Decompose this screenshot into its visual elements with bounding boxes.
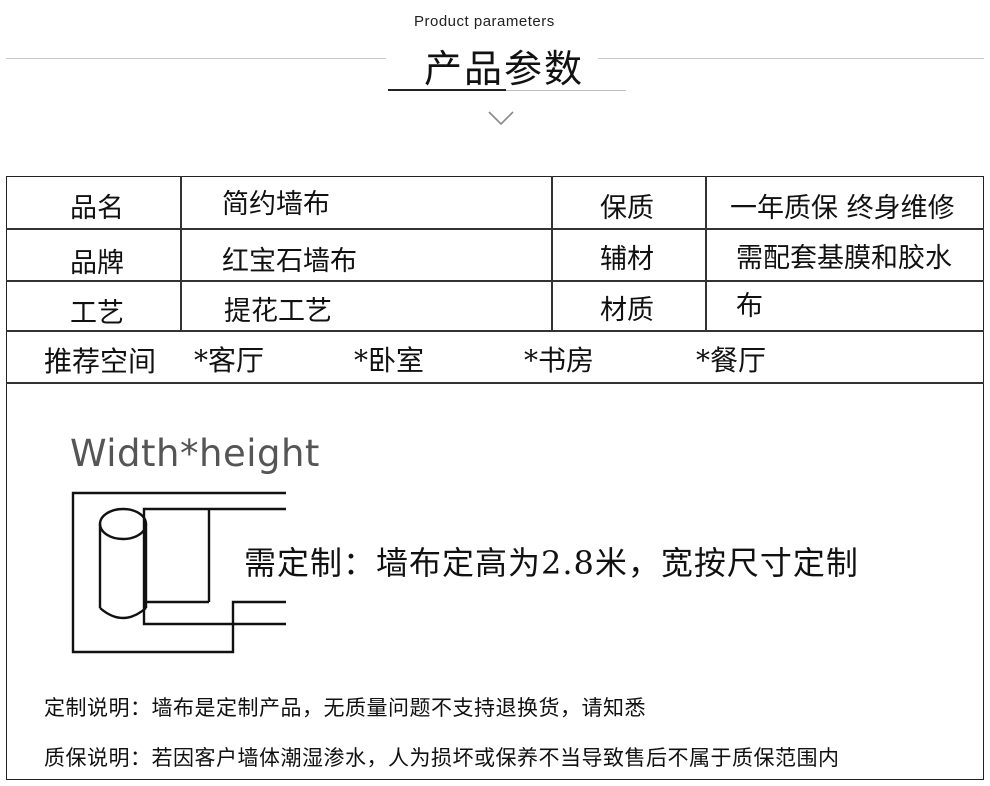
param-label-warranty: 保质 bbox=[600, 193, 654, 224]
param-value-warranty: 一年质保 终身维修 bbox=[730, 193, 955, 224]
chevron-down-icon bbox=[488, 111, 514, 126]
column-divider bbox=[551, 176, 553, 331]
space-item: *卧室 bbox=[354, 344, 425, 377]
space-item: *书房 bbox=[524, 344, 595, 377]
spaces-label: 推荐空间 bbox=[44, 345, 157, 378]
parameter-table bbox=[6, 176, 984, 780]
space-item: *客厅 bbox=[194, 344, 265, 377]
param-value-name: 简约墙布 bbox=[222, 189, 330, 220]
row-divider bbox=[6, 330, 984, 332]
size-label: Width*height bbox=[70, 432, 320, 475]
title-underline-light bbox=[506, 90, 626, 91]
header-right-line bbox=[598, 58, 984, 59]
param-label-accessory: 辅材 bbox=[600, 244, 654, 275]
param-label-name: 品名 bbox=[70, 193, 124, 224]
param-label-brand: 品牌 bbox=[70, 248, 124, 279]
param-value-material: 布 bbox=[736, 291, 763, 322]
param-label-craft: 工艺 bbox=[70, 298, 124, 329]
row-divider bbox=[6, 228, 984, 230]
header-left-line bbox=[6, 58, 386, 59]
param-value-accessory: 需配套基膜和胶水 bbox=[736, 243, 952, 274]
param-value-brand: 红宝石墙布 bbox=[222, 246, 357, 277]
column-divider bbox=[705, 176, 707, 331]
column-divider bbox=[180, 176, 182, 331]
param-label-material: 材质 bbox=[600, 295, 654, 326]
page-title: 产品参数 bbox=[424, 47, 585, 91]
custom-notice: 定制说明：墙布是定制产品，无质量问题不支持退换货，请知悉 bbox=[44, 696, 646, 720]
title-underline-dark bbox=[388, 89, 506, 91]
row-divider bbox=[6, 280, 984, 282]
param-value-craft: 提花工艺 bbox=[224, 296, 332, 327]
header-subtitle: Product parameters bbox=[414, 13, 555, 30]
row-divider bbox=[6, 382, 984, 384]
space-item: *餐厅 bbox=[696, 344, 767, 377]
warranty-notice: 质保说明：若因客户墙体潮湿渗水，人为损坏或保养不当导致售后不属于质保范围内 bbox=[44, 746, 840, 770]
wall-roll-illustration bbox=[71, 491, 286, 654]
custom-size-note: 需定制：墙布定高为2.8米，宽按尺寸定制 bbox=[244, 544, 859, 582]
